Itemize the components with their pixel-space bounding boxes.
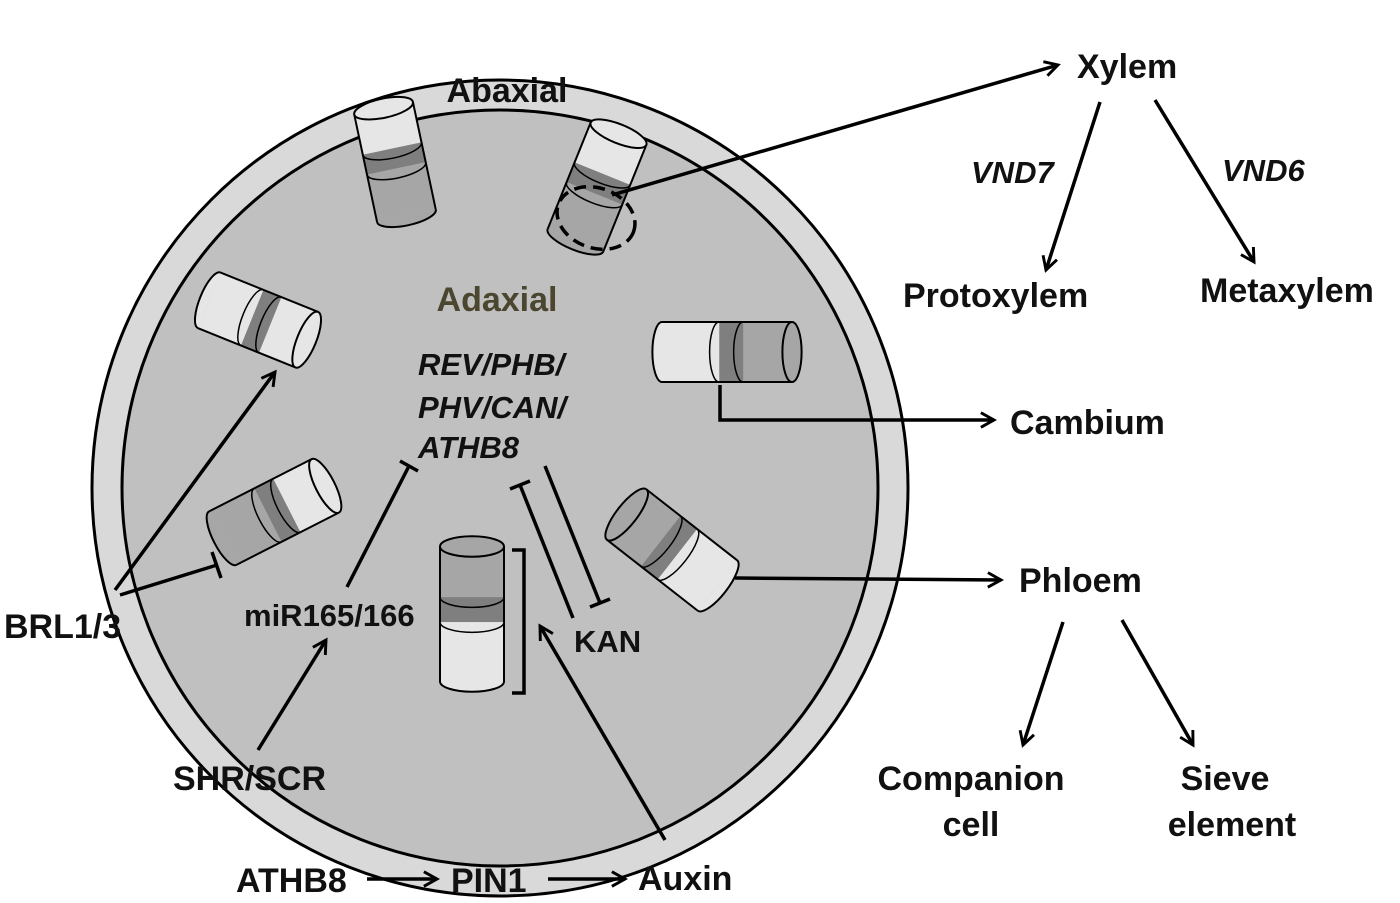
shr-scr-label: SHR/SCR: [173, 760, 326, 798]
hdzip-genes-line1: REV/PHB/: [418, 347, 568, 382]
adaxial-label: Adaxial: [437, 281, 558, 319]
companion-cell-label-line1: Companion: [878, 760, 1065, 798]
xylem-label: Xylem: [1077, 48, 1177, 86]
kan-inhibition-of-hdzip: [518, 484, 575, 619]
metaxylem-label: Metaxylem: [1200, 272, 1374, 310]
bundle-top-left: [353, 95, 437, 229]
cambium-label: Cambium: [1010, 404, 1165, 442]
hdzip-genes-line2: PHV/CAN/: [418, 390, 570, 425]
regulatory-connectors: [113, 65, 1254, 879]
sieve-element-label-line2: element: [1168, 806, 1297, 844]
auxin-arrow-to-bundle: [540, 626, 667, 841]
arrow-to-xylem: [611, 65, 1058, 197]
auxin-label: Auxin: [638, 860, 732, 898]
phloem-label: Phloem: [1019, 562, 1142, 600]
kan-inhibition-bar: [509, 479, 531, 491]
hdzip-inhibition-of-kan: [543, 465, 602, 604]
arrow-to-phloem: [734, 578, 1001, 580]
vnd6-label: VND6: [1222, 153, 1305, 188]
hdzip-genes-line3: ATHB8: [417, 430, 520, 465]
bundle-bottom: [439, 535, 505, 693]
brl-inhibition-bar: [210, 551, 223, 579]
sieve-element-label-line1: Sieve: [1181, 760, 1270, 798]
xylem-highlight-circle: [555, 184, 637, 252]
stem-inner-disc: [120, 108, 880, 868]
shr-arrow-to-mir: [256, 640, 326, 751]
pin1-label: PIN1: [451, 862, 527, 898]
mir-inhibition-of-hdzip: [345, 465, 411, 588]
companion-cell-label-line2: cell: [943, 806, 1000, 844]
arrow-to-companion-cell: [1023, 621, 1065, 745]
bundle-lower-right: [604, 487, 740, 613]
arrow-to-cambium: [718, 385, 994, 420]
brl-arrow-to-bundle: [113, 372, 275, 592]
arrow-to-protoxylem: [1046, 101, 1102, 270]
brl-inhibition-of-bundle: [119, 563, 218, 597]
hdzip-inhibition-bar: [589, 597, 611, 609]
abaxial-label: Abaxial: [447, 72, 568, 110]
protoxylem-label: Protoxylem: [903, 277, 1088, 315]
mir-inhibition-bar: [399, 459, 419, 473]
arrow-to-metaxylem: [1153, 99, 1254, 262]
bundle-lower-left: [205, 457, 343, 567]
kan-label: KAN: [574, 624, 641, 659]
bundle-right: [651, 321, 803, 383]
vascular-bundles: [194, 95, 803, 693]
vnd7-label: VND7: [971, 155, 1055, 190]
bundle-bracket: [512, 548, 526, 695]
athb8-label: ATHB8: [236, 862, 347, 898]
mir165-166-label: miR165/166: [244, 598, 415, 633]
arrow-to-sieve-element: [1120, 619, 1195, 745]
bundle-left: [194, 271, 323, 369]
brl1-3-label: BRL1/3: [4, 608, 121, 646]
